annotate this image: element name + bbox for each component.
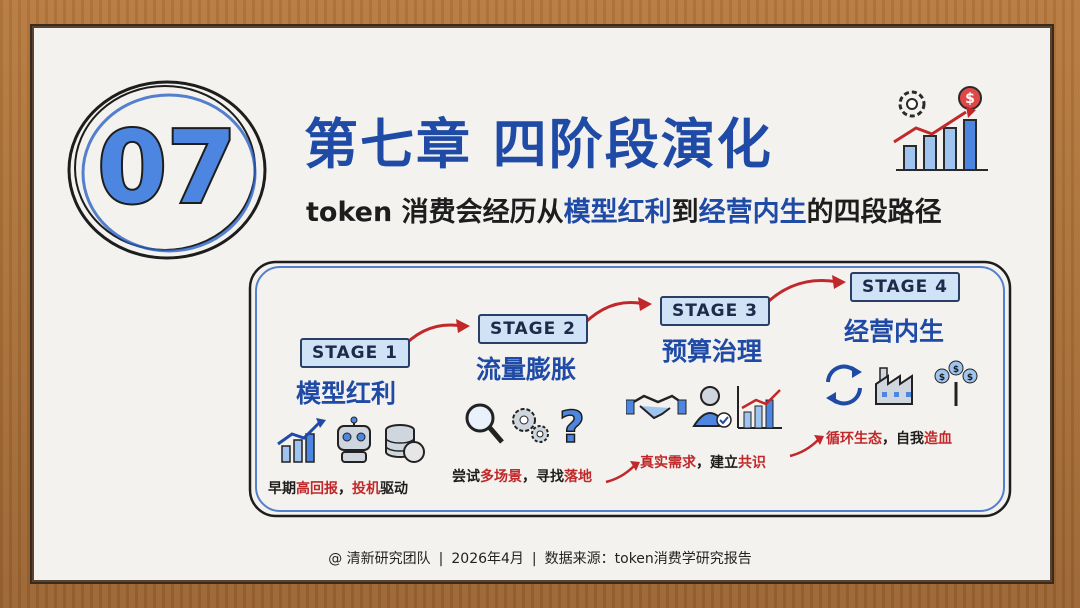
arrow-desc-2 (604, 458, 644, 486)
stage-1-name: 模型红利 (296, 374, 396, 410)
desc-highlight: 多场景 (480, 469, 522, 485)
desc-text: ，建立 (696, 455, 738, 471)
desc-highlight: 共识 (738, 455, 766, 471)
chapter-number-badge: 07 (62, 72, 272, 268)
desc-highlight: 循环生态 (826, 431, 882, 447)
page-title: 第七章 四阶段演化 (304, 100, 773, 179)
desc-text: 尝试 (452, 469, 480, 485)
chart-growth-icon (278, 418, 326, 462)
coins-icon (386, 425, 424, 462)
footer-author: @ 清新研究团队 (328, 551, 430, 567)
desc-highlight: 真实需求 (640, 455, 696, 471)
subtitle-highlight-1: 模型红利 (564, 197, 672, 228)
desc-text: ，寻找 (522, 469, 564, 485)
cycle-icon (826, 366, 862, 404)
subtitle-text: 的四段路径 (807, 197, 942, 228)
desc-text: 早期 (268, 481, 296, 497)
footer-separator: | (532, 551, 537, 567)
stage-3-icons (626, 382, 786, 434)
bar-chart-icon (738, 386, 782, 428)
stage-4-description: 循环生态，自我造血 (826, 428, 952, 448)
stage-2-icons: ? (462, 400, 592, 454)
svg-text:?: ? (559, 402, 585, 453)
stage-3-name: 预算治理 (662, 332, 762, 368)
stage-3-description: 真实需求，建立共识 (640, 452, 766, 472)
stage-2-label: STAGE 2 (478, 314, 588, 344)
robot-icon (338, 417, 370, 462)
magnifier-icon (467, 405, 502, 442)
desc-text: 驱动 (380, 481, 408, 497)
factory-icon (876, 368, 912, 404)
arrow-desc-3 (788, 432, 828, 460)
stage-4-name: 经营内生 (844, 312, 944, 348)
subtitle-text: 到 (672, 197, 699, 228)
desc-text: ， (338, 481, 352, 497)
desc-highlight: 高回报 (296, 481, 338, 497)
desc-highlight: 造血 (924, 431, 952, 447)
user-check-icon (694, 387, 731, 427)
desc-highlight: 投机 (352, 481, 380, 497)
subtitle-text: token 消费会经历从 (306, 197, 564, 228)
chapter-number: 07 (97, 109, 236, 226)
svg-text:$: $ (939, 373, 945, 383)
desc-highlight: 落地 (564, 469, 592, 485)
handshake-icon (626, 396, 686, 418)
stage-3-label: STAGE 3 (660, 296, 770, 326)
footer-date: 2026年4月 (451, 551, 524, 567)
stage-2-description: 尝试多场景，寻找落地 (452, 466, 592, 486)
desc-text: ，自我 (882, 431, 924, 447)
footer-separator: | (439, 551, 444, 567)
svg-text:$: $ (953, 365, 959, 375)
svg-text:$: $ (967, 373, 973, 383)
footer: @ 清新研究团队 | 2026年4月 | 数据来源：token消费学研究报告 (0, 548, 1080, 568)
money-tree-icon: $ $ $ (935, 361, 977, 406)
stage-4-label: STAGE 4 (850, 272, 960, 302)
subtitle-highlight-2: 经营内生 (699, 197, 807, 228)
gears-icon (513, 409, 548, 442)
stage-2-name: 流量膨胀 (476, 350, 576, 386)
stage-1-icons (276, 416, 426, 466)
question-icon: ? (559, 402, 585, 453)
growth-chart-icon: $ (886, 84, 996, 176)
stage-4-icons: $ $ $ (818, 358, 986, 410)
stage-1-label: STAGE 1 (300, 338, 410, 368)
svg-text:$: $ (965, 91, 975, 107)
footer-source: 数据来源：token消费学研究报告 (545, 551, 752, 567)
page-subtitle: token 消费会经历从模型红利到经营内生的四段路径 (306, 190, 942, 229)
stage-1-description: 早期高回报，投机驱动 (268, 478, 408, 498)
arrow-stage3-to-4 (756, 272, 852, 316)
